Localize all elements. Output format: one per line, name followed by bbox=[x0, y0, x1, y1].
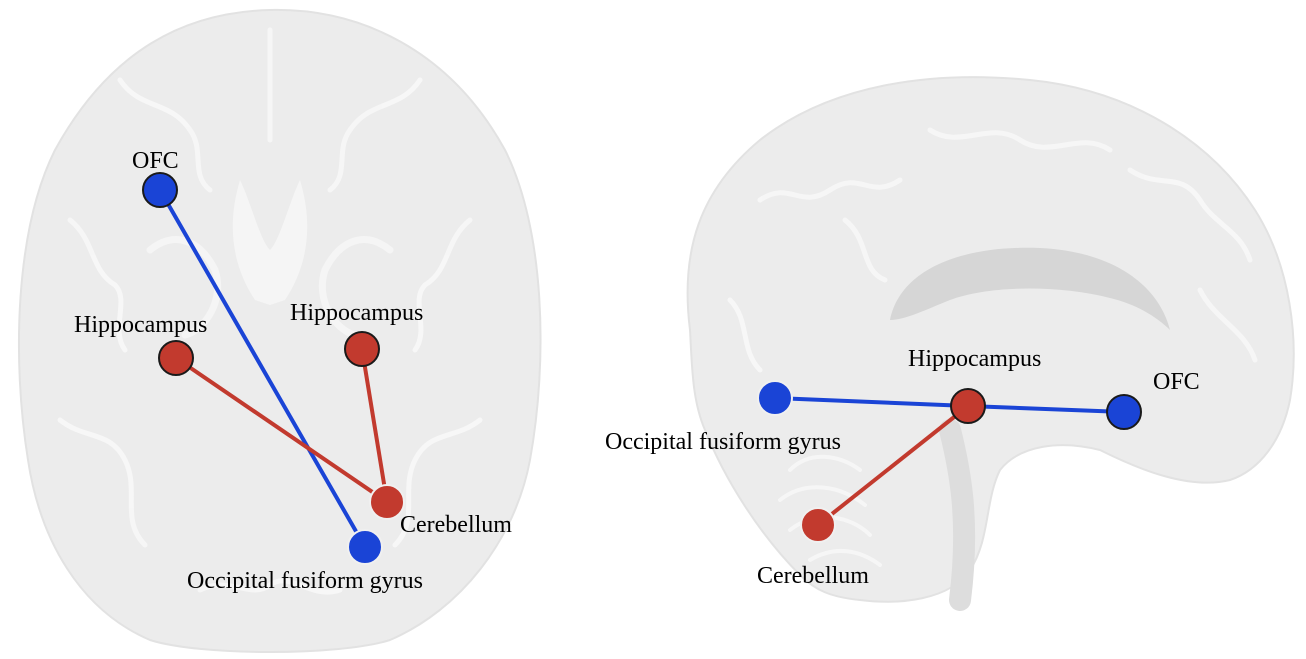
sagittal-label-occipital: Occipital fusiform gyrus bbox=[605, 429, 841, 455]
sagittal-node-occipital bbox=[758, 381, 792, 415]
axial-node-cerebellum bbox=[370, 485, 404, 519]
sagittal-node-ofc bbox=[1107, 395, 1141, 429]
sagittal-brain-slice bbox=[688, 77, 1294, 602]
axial-node-hippocampus-right bbox=[345, 332, 379, 366]
sagittal-brain-outline bbox=[688, 77, 1294, 602]
axial-label-occipital: Occipital fusiform gyrus bbox=[187, 568, 423, 594]
sagittal-label-cerebellum: Cerebellum bbox=[757, 563, 869, 589]
sagittal-node-hippocampus bbox=[951, 389, 985, 423]
axial-label-cerebellum: Cerebellum bbox=[400, 512, 512, 538]
sagittal-label-hippocampus: Hippocampus bbox=[908, 346, 1041, 372]
sagittal-label-ofc: OFC bbox=[1153, 369, 1200, 395]
axial-node-occipital bbox=[348, 530, 382, 564]
axial-label-ofc: OFC bbox=[132, 148, 179, 174]
axial-node-ofc bbox=[143, 173, 177, 207]
sagittal-node-cerebellum bbox=[801, 508, 835, 542]
axial-label-hippocampus-right: Hippocampus bbox=[290, 300, 423, 326]
axial-label-hippocampus-left: Hippocampus bbox=[74, 312, 207, 338]
axial-node-hippocampus-left bbox=[159, 341, 193, 375]
